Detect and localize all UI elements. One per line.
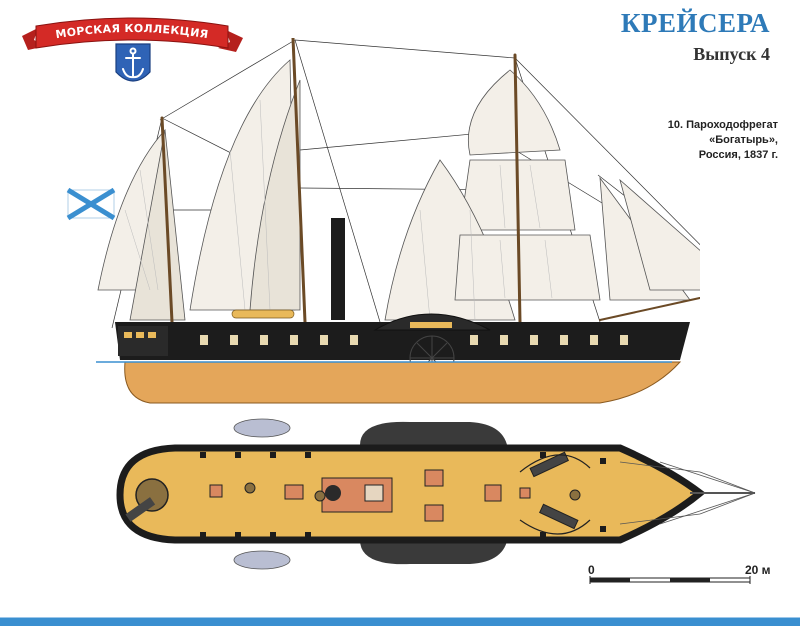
scale-end-label: 20 м bbox=[745, 563, 771, 577]
main-mast-plan bbox=[314, 490, 326, 502]
caption-line-2: «Богатырь», bbox=[709, 134, 778, 146]
hull-underwater bbox=[124, 361, 682, 404]
boat-port bbox=[233, 418, 291, 438]
deck-hatches bbox=[209, 469, 531, 522]
jib-booms bbox=[619, 461, 756, 525]
hull-upper bbox=[115, 322, 690, 360]
ribbon-banner bbox=[35, 17, 229, 49]
paddle-box-name bbox=[410, 322, 452, 328]
bowsprit bbox=[599, 296, 700, 321]
side-ports-plan bbox=[200, 452, 606, 538]
caption-line-3: Россия, 1837 г. bbox=[698, 149, 778, 161]
gunports bbox=[200, 335, 628, 345]
skylight bbox=[364, 484, 384, 502]
anchor-icon bbox=[122, 47, 144, 79]
ship-deck-plan bbox=[116, 418, 756, 570]
flying-jib bbox=[619, 178, 700, 291]
boat-starboard bbox=[233, 550, 291, 570]
bow-guns bbox=[519, 451, 591, 535]
masts bbox=[160, 38, 700, 324]
ship-side-view bbox=[66, 38, 700, 404]
bottom-strip bbox=[0, 617, 800, 618]
deck-outline bbox=[116, 444, 706, 544]
scale-bar: 0 20 м bbox=[588, 563, 771, 584]
ship-caption: 10. Пароходофрегат «Богатырь», Россия, 1… bbox=[668, 118, 778, 163]
issue-label: Выпуск 4 bbox=[693, 44, 770, 64]
fore-mast bbox=[513, 53, 522, 324]
stern-gun bbox=[125, 478, 169, 522]
mizzen-mast-plan bbox=[244, 482, 256, 494]
scale-start-label: 0 bbox=[588, 563, 595, 577]
funnel bbox=[331, 218, 345, 320]
sails bbox=[97, 59, 700, 321]
fore-mast-plan bbox=[569, 489, 581, 501]
series-title: КРЕЙСЕРА bbox=[620, 8, 770, 38]
st-andrew-flag bbox=[66, 187, 116, 221]
mizzen-mast bbox=[160, 116, 174, 324]
bottom-bar bbox=[0, 618, 800, 626]
fore-royal bbox=[467, 69, 561, 156]
logo: МОРСКАЯ КОЛЛЕКЦИЯ bbox=[22, 17, 243, 82]
sail-seams bbox=[124, 99, 553, 321]
deck-boat bbox=[231, 309, 295, 319]
logo-banner-text: МОРСКАЯ КОЛЛЕКЦИЯ bbox=[55, 22, 210, 41]
fore-course bbox=[454, 234, 601, 301]
funnel-plan bbox=[325, 485, 341, 501]
main-mast bbox=[291, 38, 307, 324]
caption-line-1: 10. Пароходофрегат bbox=[667, 119, 778, 131]
stern-windows bbox=[118, 326, 168, 356]
paddle-box-port bbox=[360, 421, 508, 450]
